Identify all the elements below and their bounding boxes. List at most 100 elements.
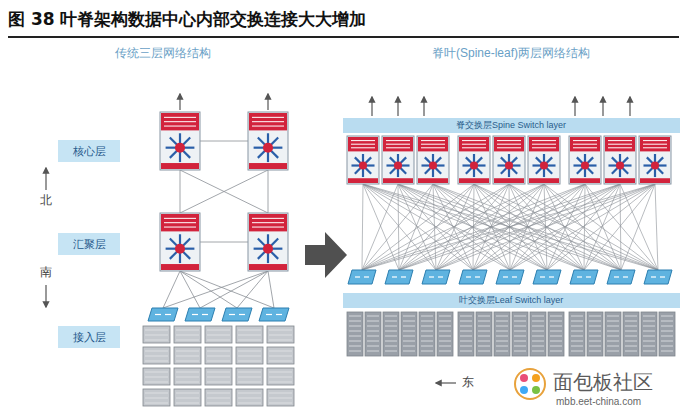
server-slot <box>176 361 199 362</box>
switch-stripe <box>252 117 284 118</box>
mesh-link <box>398 184 399 270</box>
switch-arrow <box>401 276 406 277</box>
server-slot <box>403 321 415 322</box>
server-body <box>530 312 546 356</box>
server <box>587 312 603 356</box>
server-slot <box>421 341 433 342</box>
switch-stripe <box>462 147 486 148</box>
server-slot <box>385 336 397 337</box>
switch-top <box>418 137 448 151</box>
mesh-link <box>200 141 248 142</box>
mesh-link <box>363 184 436 270</box>
server-slot <box>514 321 526 322</box>
server-slot <box>403 326 415 327</box>
server-body <box>605 312 621 356</box>
switch-body <box>347 136 379 184</box>
switch-stripe <box>573 140 597 141</box>
server-slot <box>550 351 562 352</box>
server <box>267 389 294 406</box>
switch-arrow <box>266 314 272 315</box>
switch-arrow <box>192 314 198 315</box>
server-body <box>205 389 232 406</box>
core-switch <box>458 136 490 184</box>
switch-base <box>570 178 600 183</box>
mesh-link <box>362 184 509 270</box>
server-slot <box>207 372 230 373</box>
server-slot <box>589 316 601 317</box>
server-slot <box>661 331 673 332</box>
server-slot <box>269 382 292 383</box>
server-body <box>267 389 294 406</box>
server-body <box>205 326 232 343</box>
server-slot <box>269 356 292 357</box>
server-slot <box>238 393 261 394</box>
switch-stripe <box>462 140 486 141</box>
node-text: 核心层 <box>73 144 106 159</box>
server-slot <box>145 330 168 331</box>
access-switch <box>348 270 376 284</box>
switch-hub <box>263 143 273 153</box>
server-slot <box>238 340 261 341</box>
server-slot <box>385 316 397 317</box>
server-slot <box>176 398 199 399</box>
server-body <box>236 389 263 406</box>
switch-body <box>148 308 178 321</box>
server-slot <box>238 361 261 362</box>
server-slot <box>661 346 673 347</box>
server-body <box>267 347 294 364</box>
switch-top <box>161 113 199 130</box>
mesh-link <box>237 271 268 308</box>
mesh-link <box>180 271 274 308</box>
switch-stripe <box>164 121 196 122</box>
server-slot <box>625 316 637 317</box>
server <box>143 389 170 406</box>
switch-base <box>383 178 413 183</box>
server-body <box>236 368 263 385</box>
switch-stripe <box>497 147 521 148</box>
server-slot <box>607 331 619 332</box>
server-slot <box>207 361 230 362</box>
switch-base <box>459 178 489 183</box>
server-slot <box>625 331 637 332</box>
switch-stripe <box>164 222 196 223</box>
server-slot <box>269 340 292 341</box>
server <box>548 312 564 356</box>
access-switch <box>222 308 252 321</box>
switch-stripe <box>386 140 410 141</box>
switch-hub <box>263 244 273 254</box>
server <box>236 347 263 364</box>
mesh-link <box>399 184 655 270</box>
switch-body <box>459 270 487 284</box>
switch-arrow <box>165 314 171 315</box>
server-slot <box>269 351 292 352</box>
switch-base <box>161 264 199 270</box>
server-slot <box>496 341 508 342</box>
core-switch <box>160 213 200 271</box>
mesh-link <box>433 184 658 270</box>
server-slot <box>145 356 168 357</box>
watermark: mbb.eet-china.com <box>556 396 641 407</box>
server <box>174 347 201 364</box>
switch-arrow <box>475 276 480 277</box>
server-slot <box>625 341 637 342</box>
switch-arrow <box>614 276 619 277</box>
server-slot <box>385 321 397 322</box>
server-slot <box>349 351 361 352</box>
mesh-link <box>399 184 433 270</box>
server-slot <box>607 346 619 347</box>
server-slot <box>176 356 199 357</box>
server <box>205 347 232 364</box>
mesh-link <box>362 184 655 270</box>
switch-body <box>417 136 449 184</box>
server-slot <box>532 336 544 337</box>
mesh-link <box>547 184 585 270</box>
server <box>236 368 263 385</box>
switch-body <box>160 213 200 271</box>
switch-body <box>644 270 672 284</box>
mesh-link <box>585 184 621 270</box>
switch-arrow <box>577 276 582 277</box>
server-slot <box>478 336 490 337</box>
switch-body <box>422 270 450 284</box>
server-slot <box>238 351 261 352</box>
mesh-link <box>584 184 655 270</box>
